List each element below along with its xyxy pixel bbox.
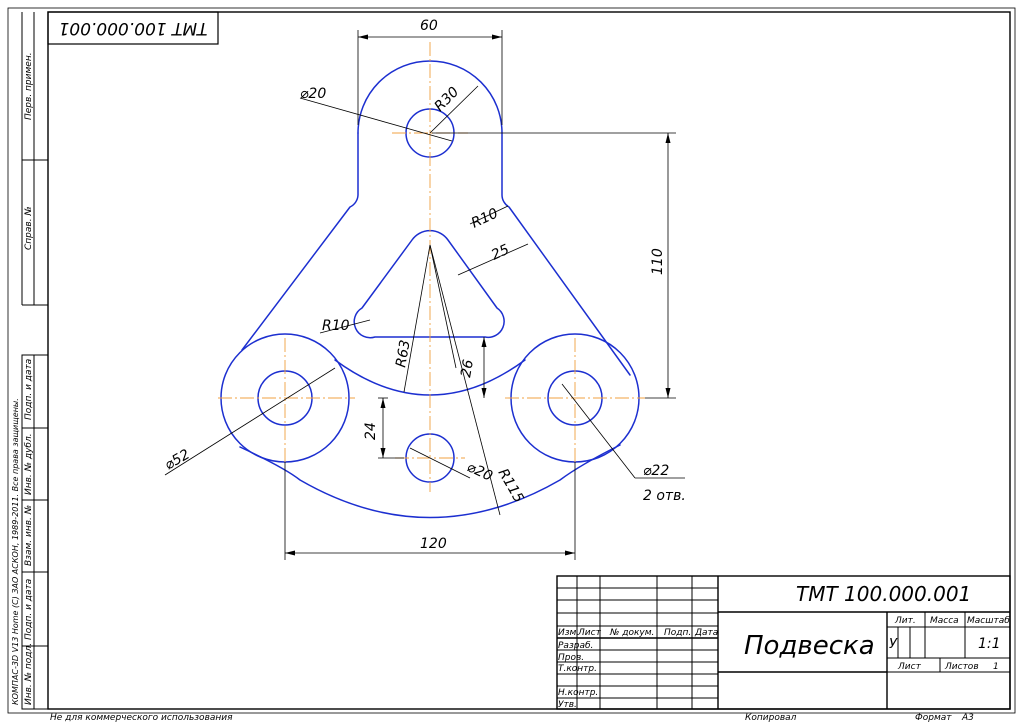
label-podp-data-1: Подп. и дата — [24, 359, 34, 420]
dim-hole-bottom: ⌀20 — [464, 459, 495, 485]
tb-sheet-label: Лист — [897, 662, 922, 672]
dim-boss-left: ⌀52 — [162, 446, 193, 473]
footer: Не для коммерческого использования Копир… — [50, 713, 974, 723]
label-vzam-inv: Взам. инв. № — [24, 505, 34, 566]
footer-format-value: A3 — [961, 713, 974, 723]
tb-tkontr: Т.контр. — [558, 664, 597, 674]
label-inv-dubl: Инв. № дубл. — [24, 433, 34, 495]
footer-kopiroval: Копировал — [745, 713, 797, 723]
dim-dist-26: 26 — [458, 358, 477, 378]
tb-list: Лист — [577, 628, 602, 638]
center-lines — [218, 42, 645, 492]
tb-izm: Изм. — [558, 628, 579, 638]
tb-massa: Масса — [930, 616, 959, 626]
dim-fillet-right: R10 — [469, 205, 501, 231]
tb-sheets-value: 1 — [993, 662, 999, 672]
tb-razrab: Разраб. — [558, 641, 593, 651]
title-block — [556, 575, 1011, 710]
tb-prov: Пров. — [558, 653, 584, 663]
dim-holes-right: ⌀22 — [643, 463, 669, 479]
dimension-arrows — [285, 34, 671, 556]
dim-radius-outer: R115 — [495, 466, 527, 506]
dim-width-bottom: 120 — [420, 536, 447, 552]
label-podp-data-2: Подп. и дата — [24, 579, 34, 640]
dim-hole-top: ⌀20 — [300, 86, 326, 102]
label-perv-primen: Перв. примен. — [24, 52, 34, 120]
dim-slot-width: 25 — [489, 242, 512, 264]
tb-dokum: № докум. — [609, 628, 654, 638]
top-stamp-text: ТМТ 100.000.001 — [59, 18, 208, 38]
title-block-texts: Изм. Лист № докум. Подп. Дата Разраб. Пр… — [558, 582, 1010, 710]
tb-nkontr: Н.контр. — [558, 688, 598, 698]
tb-utv: Утв. — [558, 700, 577, 710]
top-stamp: ТМТ 100.000.001 — [47, 11, 219, 45]
tb-podp: Подп. — [664, 628, 691, 638]
dim-width-top: 60 — [420, 18, 438, 34]
tb-masshtab: Масштаб — [967, 616, 1010, 626]
dim-height-main: 110 — [650, 248, 666, 275]
tb-data: Дата — [694, 628, 718, 638]
tb-scale-value: 1:1 — [978, 636, 1001, 652]
footer-format: Формат — [915, 713, 952, 723]
tb-sheets-label: Листов — [944, 662, 979, 672]
tb-designation: ТМТ 100.000.001 — [796, 582, 971, 606]
dim-holes-count: 2 отв. — [643, 488, 686, 504]
side-strip-labels: Перв. примен. Справ. № Подп. и дата Инв.… — [11, 52, 34, 705]
dimension-texts: 60 ⌀20 R30 110 R10 25 R10 R63 26 24 ⌀20 … — [162, 18, 686, 552]
tb-lit-value: У — [889, 637, 898, 652]
label-inv-podl: Инв. № подл. — [24, 643, 34, 705]
sheet-frame — [7, 7, 1016, 714]
footer-not-commercial: Не для коммерческого использования — [50, 713, 233, 723]
dim-dist-24: 24 — [363, 422, 379, 440]
tb-lit: Лит. — [894, 616, 916, 626]
side-strip — [21, 12, 49, 710]
kompas-note: КОМПАС-3D V13 Home (С) ЗАО АСКОН, 1989-2… — [11, 398, 20, 705]
label-sprav-no: Справ. № — [24, 206, 34, 250]
tb-part-name: Подвеска — [744, 631, 875, 661]
dim-radius-inner: R63 — [393, 339, 414, 369]
dim-fillet-left: R10 — [322, 318, 350, 334]
